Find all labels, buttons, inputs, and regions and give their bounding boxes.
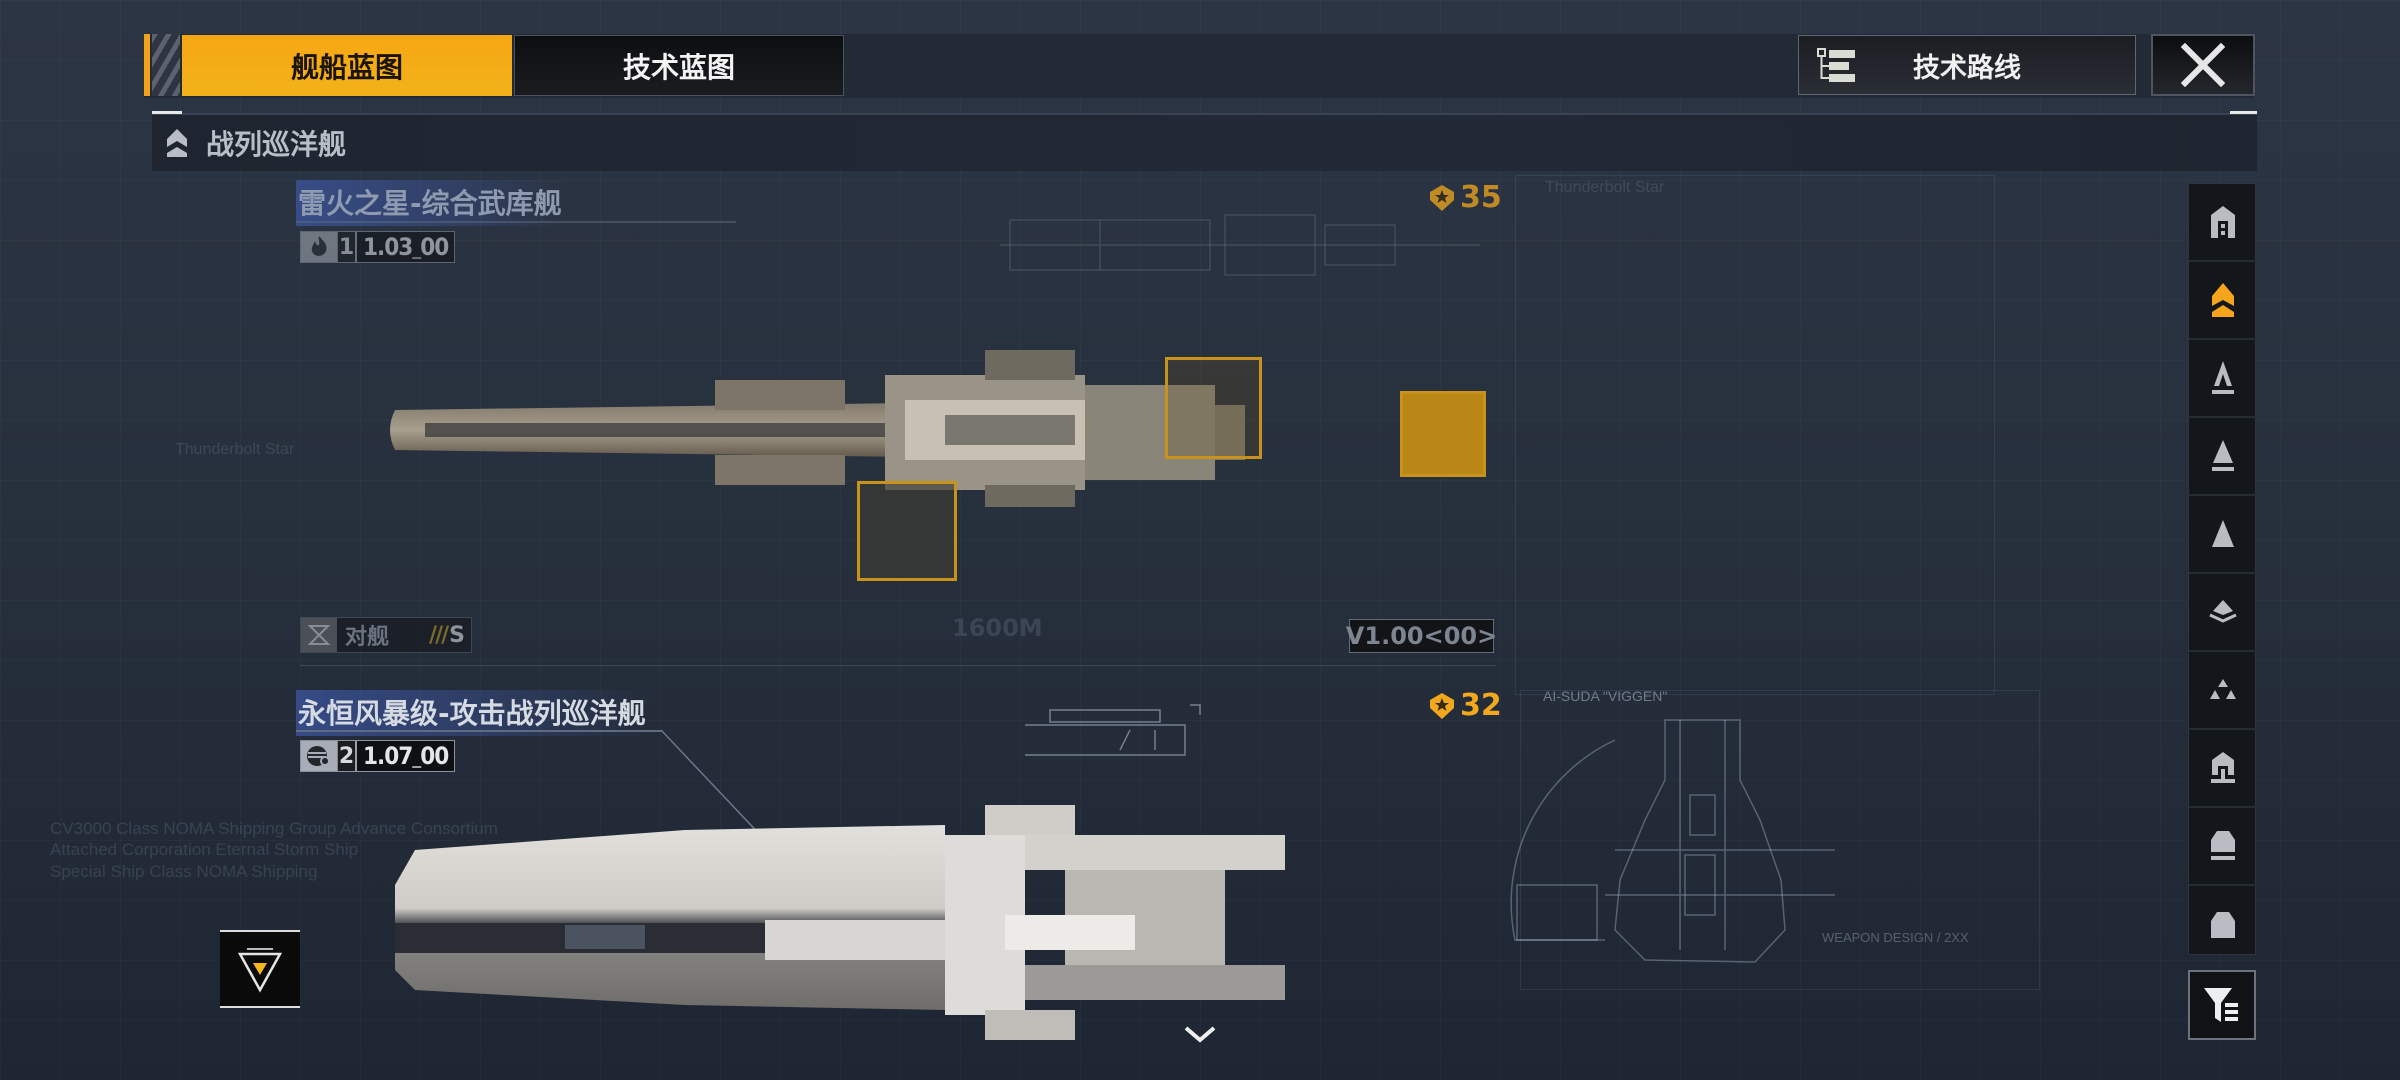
category-tick-left <box>152 111 182 114</box>
fighter-class-icon <box>2210 679 2236 699</box>
nav-item-battlecruiser[interactable] <box>2189 262 2257 340</box>
category-label: 战列巡洋舰 <box>206 128 347 161</box>
blueprint-drawing-mid <box>1025 704 1201 756</box>
ship-class-nav <box>2188 183 2257 955</box>
nav-item-utility[interactable] <box>2189 886 2257 964</box>
ship-version-suffix: 00 <box>420 742 449 770</box>
anti-ship-icon <box>301 618 337 652</box>
blueprint-label-top: Thunderbolt Star <box>1545 179 1665 196</box>
auxiliary-class-icon <box>2211 752 2235 783</box>
ship-tier: 1 <box>337 232 355 262</box>
rank-value: 35 <box>1460 180 1502 215</box>
nav-item-frigate[interactable] <box>2189 496 2257 574</box>
utility-class-icon <box>2211 912 2235 938</box>
module-highlight-box[interactable] <box>857 481 957 581</box>
nav-item-cruiser[interactable] <box>2189 340 2257 418</box>
carrier-class-icon <box>2211 206 2235 238</box>
nav-item-auxiliary[interactable] <box>2189 730 2257 808</box>
ship-name[interactable]: 雷火之星-综合武库舰 <box>296 180 568 226</box>
tech-route-label: 技术路线 <box>1913 52 2021 84</box>
cruiser-class-icon <box>2212 361 2234 394</box>
close-button[interactable] <box>2151 34 2255 96</box>
battlecruiser-class-icon <box>2212 283 2234 317</box>
tree-list-icon <box>1817 48 1855 82</box>
blueprint-drawing <box>1510 719 1835 963</box>
top-bar-stripes <box>152 34 180 96</box>
blueprint-version: V1.00<00> <box>1346 619 1497 653</box>
ship-tier: 2 <box>337 741 355 771</box>
ship-thunderbolt-star-image[interactable] <box>385 345 1390 515</box>
ship-length-label: 1600M <box>952 614 1043 642</box>
ship-grade-value: S <box>449 622 465 648</box>
scroll-down-chevron-icon[interactable] <box>1182 1024 1218 1044</box>
ship-title-underline <box>296 730 661 732</box>
tab-label: 技术蓝图 <box>622 50 735 84</box>
ship-name[interactable]: 永恒风暴级-攻击战列巡洋舰 <box>296 690 652 736</box>
category-header: 战列巡洋舰 <box>152 113 2257 171</box>
frigate-class-icon <box>2212 520 2234 547</box>
ship-role: 对舰 <box>345 625 390 650</box>
destroyer-class-icon <box>2212 440 2234 471</box>
blueprint-drawing-top <box>1000 214 1480 276</box>
ship-version-number: 1.03 <box>363 233 413 261</box>
ship-tier-badge: 2 1.07_00 <box>300 740 456 772</box>
module-highlight-box[interactable] <box>1165 357 1262 459</box>
filter-button[interactable] <box>2188 970 2256 1040</box>
ship-role-box: 对舰 ///S <box>300 617 472 653</box>
rank-insignia-icon <box>1430 692 1454 719</box>
rank-insignia-icon <box>1430 184 1454 211</box>
blueprint-label-bottom: AI-SUDA "VIGGEN" <box>1543 688 1668 704</box>
tab-label: 舰船蓝图 <box>290 50 403 84</box>
tab-ship-blueprints[interactable]: 舰船蓝图 <box>182 35 512 96</box>
top-bar-accent <box>144 34 150 96</box>
rank-value: 32 <box>1460 688 1502 723</box>
ship-rank: 35 <box>1428 180 1502 215</box>
ship-title-underline <box>296 221 736 223</box>
tab-tech-blueprints[interactable]: 技术蓝图 <box>514 35 844 96</box>
quick-action-button[interactable] <box>220 930 300 1008</box>
nav-item-corvette[interactable] <box>2189 574 2257 652</box>
filter-icon <box>2204 988 2238 1022</box>
tech-route-button[interactable]: 技术路线 <box>1798 35 2136 95</box>
category-tick-right <box>2230 111 2257 114</box>
ship-version-number: 1.07 <box>363 742 413 770</box>
close-icon <box>2181 43 2225 87</box>
corvette-class-icon <box>2209 600 2237 623</box>
blueprint-panel-bottom <box>1520 690 2040 990</box>
triangle-emblem-icon <box>237 948 283 993</box>
ship-tier-badge: 1 1.03_00 <box>300 231 456 263</box>
support-class-icon <box>2211 831 2235 860</box>
nav-item-support[interactable] <box>2189 808 2257 886</box>
ship-version-suffix: 00 <box>420 233 449 261</box>
blueprint-panel-top <box>1515 175 1995 695</box>
weapon-design-label: WEAPON DESIGN / 2XX <box>1822 930 1969 945</box>
ship-eternal-storm-image[interactable] <box>385 795 1385 1045</box>
module-highlight-box[interactable] <box>1400 391 1486 477</box>
nav-item-carrier[interactable] <box>2189 184 2257 262</box>
nav-item-fighter[interactable] <box>2189 652 2257 730</box>
background-description: CV3000 Class NOMA Shipping Group Advance… <box>50 819 498 881</box>
ship-version: 1.03_00 <box>355 232 455 262</box>
background-mid-label: Thunderbolt Star <box>175 441 295 458</box>
battlecruiser-icon <box>167 129 187 157</box>
scale-ruler <box>300 665 1496 666</box>
flame-icon <box>301 232 337 262</box>
leader-line <box>660 729 766 841</box>
ship-version: 1.07_00 <box>355 741 455 771</box>
storm-gear-icon <box>301 741 337 771</box>
nav-item-destroyer[interactable] <box>2189 418 2257 496</box>
ship-grade: ///S <box>429 622 465 648</box>
ship-rank: 32 <box>1428 688 1502 723</box>
